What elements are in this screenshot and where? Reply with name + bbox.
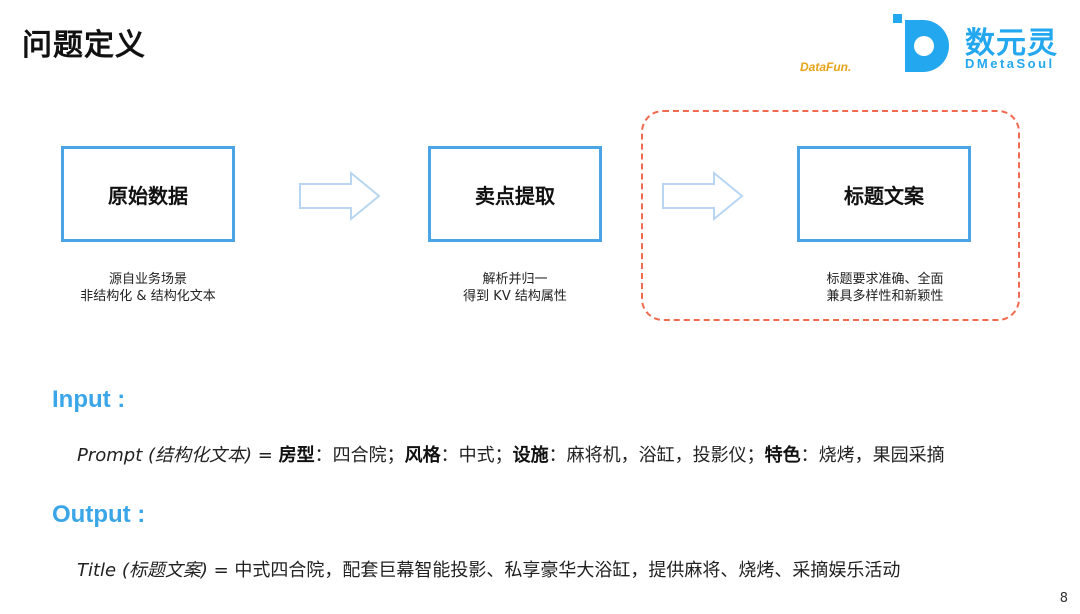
step-box-title-copy: 标题文案 (797, 146, 971, 242)
attr-key: 特色 (764, 445, 801, 466)
title-label: Title (标题文案) = (77, 560, 235, 581)
dmetasoul-logo: 数元灵 DMetaSoul (893, 12, 1073, 74)
dmetasoul-logo-icon (893, 14, 949, 72)
attr-value: ：中式； (440, 445, 513, 466)
page-number: 8 (1059, 591, 1068, 606)
arrow-right-icon (299, 171, 381, 221)
caption-line: 兼具多样性和新颖性 (826, 289, 944, 304)
attr-value: ：四合院； (314, 445, 405, 466)
step-caption-raw-data: 源自业务场景 非结构化 & 结构化文本 (33, 271, 263, 305)
brand-subtitle: DMetaSoul (965, 56, 1055, 71)
caption-line: 非结构化 & 结构化文本 (80, 289, 216, 304)
attr-value: ：麻将机，浴缸，投影仪； (548, 445, 765, 466)
arrow-right-icon (662, 171, 744, 221)
highlight-dashed-frame (641, 110, 1020, 321)
step-label: 卖点提取 (475, 183, 555, 208)
attr-value: ：烧烤，果园采摘 (800, 445, 945, 466)
input-heading: Input : (52, 386, 126, 413)
title-value: 中式四合院，配套巨幕智能投影、私享豪华大浴缸，提供麻将、烧烤、采摘娱乐活动 (234, 560, 901, 581)
input-prompt-line: Prompt (结构化文本) = 房型：四合院；风格：中式；设施：麻将机，浴缸，… (77, 441, 945, 467)
step-box-selling-points: 卖点提取 (428, 146, 602, 242)
step-caption-title-copy: 标题要求准确、全面 兼具多样性和新颖性 (770, 271, 1000, 305)
attr-key: 设施 (512, 445, 549, 466)
prompt-label: Prompt (结构化文本) = (77, 445, 279, 466)
page-title: 问题定义 (22, 28, 146, 63)
step-label: 标题文案 (844, 183, 924, 208)
step-label: 原始数据 (108, 183, 188, 208)
output-heading: Output : (52, 501, 146, 528)
datafun-logo: DataFun. (800, 60, 852, 74)
attr-key: 房型 (278, 445, 315, 466)
step-caption-selling-points: 解析并归一 得到 KV 结构属性 (400, 271, 630, 305)
caption-line: 源自业务场景 (108, 272, 187, 287)
caption-line: 解析并归一 (482, 272, 548, 287)
attr-key: 风格 (404, 445, 441, 466)
output-title-line: Title (标题文案) = 中式四合院，配套巨幕智能投影、私享豪华大浴缸，提供… (77, 556, 900, 582)
brand-name: 数元灵 (965, 26, 1058, 61)
caption-line: 标题要求准确、全面 (826, 272, 944, 287)
caption-line: 得到 KV 结构属性 (463, 289, 567, 304)
step-box-raw-data: 原始数据 (61, 146, 235, 242)
